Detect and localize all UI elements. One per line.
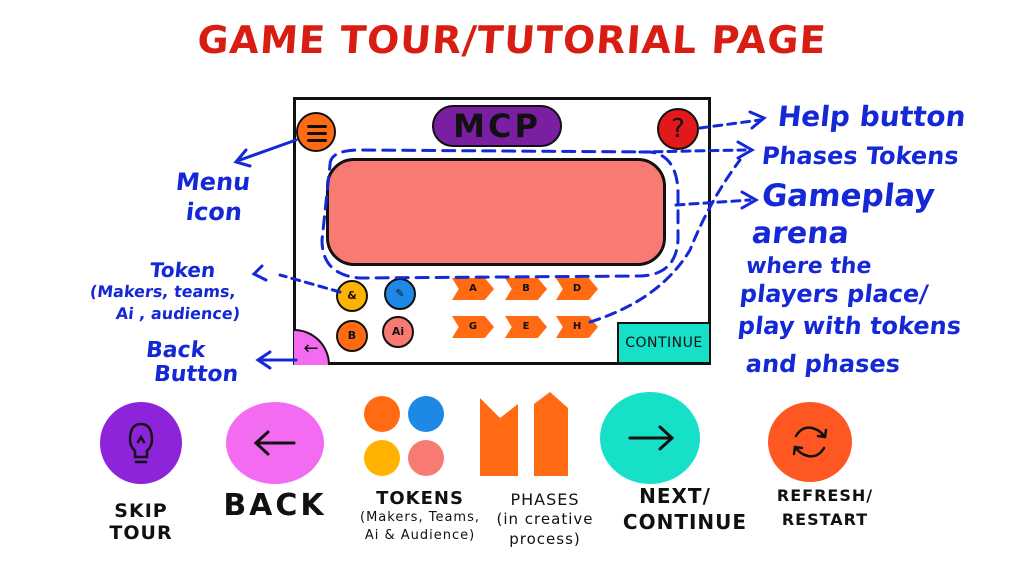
annotation-token: Token [148,258,217,282]
annotation-button: Button [152,362,240,387]
annotation-arena-desc-4: and phases [744,350,902,378]
phase-token[interactable]: E [505,316,547,338]
caption-phases: PHASES [510,490,580,509]
caption-restart: RESTART [781,510,869,529]
refresh-icon[interactable] [768,402,852,482]
phase-token[interactable]: H [556,316,598,338]
caption-back: BACK [223,488,327,523]
token-makers[interactable]: & [336,280,368,312]
annotation-token-desc-2: Ai , audience) [115,304,242,323]
annotation-arena-desc-3: play with tokens [736,312,963,340]
annotation-gameplay: Gameplay [760,178,937,214]
caption-tokens-desc-2: Ai & Audience) [364,528,476,543]
caption-tokens: TOKENS [376,488,464,509]
annotation-arena-desc-2: players place/ [738,280,930,308]
caption-refresh: REFRESH/ [776,486,874,505]
annotation-arena: arena [750,216,851,251]
token-teams[interactable]: ✎ [384,278,416,310]
token-ai[interactable]: Ai [382,316,414,348]
caption-skip: SKIP [114,500,168,522]
arrow-left-icon[interactable] [226,402,324,484]
annotation-token-desc-1: (Makers, teams, [89,282,237,301]
caption-next: NEXT/ [639,484,711,508]
token-yellow [364,440,400,476]
annotation-phases-tokens: Phases Tokens [760,142,961,170]
arrow-right-icon[interactable] [600,392,700,484]
annotation-arena-desc-1: where the [744,254,873,279]
question-mark-icon[interactable]: ? [657,108,699,150]
token-blue [408,396,444,432]
annotation-menu: Menu [174,168,252,196]
token-salmon [408,440,444,476]
caption-phases-desc-2: process) [509,530,581,548]
gameplay-arena[interactable] [326,158,666,266]
annotation-help-button: Help button [776,100,968,133]
token-b[interactable]: B [336,320,368,352]
caption-continue: CONTINUE [622,510,748,534]
phase-token[interactable]: G [452,316,494,338]
phase-token[interactable]: A [452,278,494,300]
lightbulb-icon[interactable] [100,402,182,484]
continue-button[interactable]: CONTINUE [617,322,711,364]
caption-phases-desc-1: (in creative [496,510,594,528]
phases-shapes [480,392,568,476]
phase-token[interactable]: D [556,278,598,300]
token-orange [364,396,400,432]
hamburger-menu-icon[interactable] [296,112,336,152]
tokens-cluster [364,396,444,484]
annotation-icon: icon [184,198,244,226]
phase-token[interactable]: B [505,278,547,300]
annotation-back: Back [144,338,207,363]
caption-tour: TOUR [109,522,173,544]
caption-tokens-desc-1: (Makers, Teams, [360,510,480,525]
mcp-logo: MCP [432,105,562,147]
